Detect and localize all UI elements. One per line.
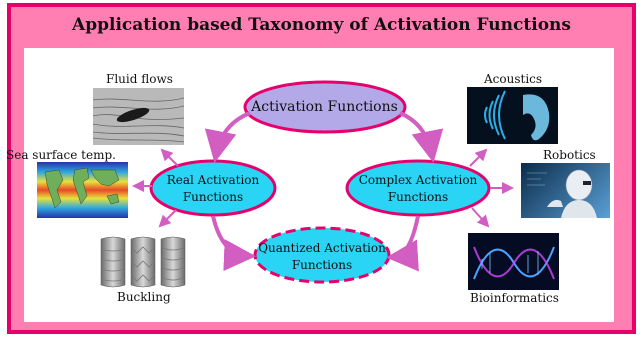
node-quantized-activation-functions: Quantized Activation Functions (258, 241, 386, 272)
arrow-root-to-real (204, 111, 251, 163)
node-complex-activation-functions: Complex Activation Functions (358, 173, 478, 204)
arrow-complex-to-bio (471, 207, 490, 228)
acoustics-image (467, 87, 558, 144)
node-real-activation-functions: Real Activation Functions (166, 173, 260, 204)
label-sea-surface-temp: Sea surface temp. (6, 148, 116, 162)
label-robotics: Robotics (543, 148, 596, 162)
arrow-real-to-fluid (160, 148, 179, 167)
arrow-complex-to-acoustics (469, 148, 488, 167)
node-activation-functions: Activation Functions (251, 99, 398, 115)
label-bioinformatics: Bioinformatics (470, 291, 559, 305)
sea-surface-temperature-map (37, 162, 128, 218)
label-fluid-flows: Fluid flows (106, 72, 173, 86)
arrow-real-to-quantized (211, 215, 256, 272)
buckling-image (97, 233, 190, 291)
bioinformatics-image (468, 233, 559, 290)
diagram-title: Application based Taxonomy of Activation… (72, 15, 571, 35)
label-acoustics: Acoustics (484, 72, 543, 86)
ellipse-activation-functions (243, 80, 407, 134)
fluid-flow-image (93, 88, 184, 145)
label-buckling: Buckling (117, 290, 171, 304)
arrow-real-to-buckling (158, 209, 177, 228)
robotics-image (521, 163, 610, 218)
arrow-complex-to-quantized (386, 215, 420, 272)
arrow-root-to-complex (399, 111, 444, 163)
